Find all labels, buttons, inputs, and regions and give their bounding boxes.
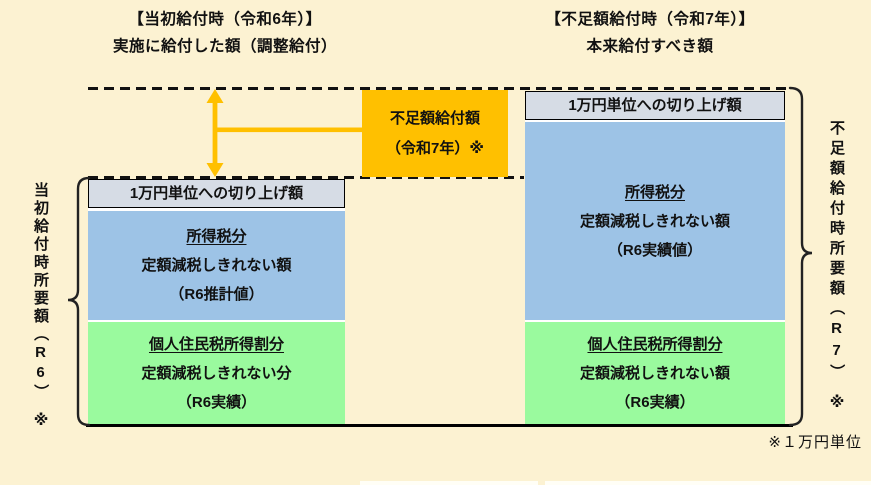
bar-initial-resident-tax-line3: （R6実績） xyxy=(176,394,257,411)
bar-initial-income-tax-line2: 定額減税しきれない額 xyxy=(141,257,292,274)
bar-initial-resident-tax-title: 個人住民税所得割分 xyxy=(148,336,284,353)
header-shortfall-line2: 本来給付すべき額 xyxy=(586,38,714,55)
gap-arrow-icon xyxy=(206,89,368,177)
label-initial-main: 当初給付時所要額 xyxy=(32,182,49,326)
label-shortfall-note-mark: ※ xyxy=(828,393,845,417)
bar-initial-resident-tax: 個人住民税所得割分 定額減税しきれない分 （R6実績） xyxy=(88,322,345,425)
bottom-edge-strip xyxy=(360,481,538,485)
label-shortfall-main: 不足額給付時所要額 xyxy=(828,120,845,300)
label-initial-required-amount: 当初給付時所要額（R6） ※ xyxy=(30,182,56,432)
label-shortfall-close-paren: ） xyxy=(828,364,845,385)
label-initial-note-mark: ※ xyxy=(32,411,49,433)
footnote-unit: ※１万円単位 xyxy=(768,434,862,451)
header-shortfall-payment: 【不足額給付時（令和7年）】 本来給付すべき額 xyxy=(495,6,805,60)
label-shortfall-value: R7 xyxy=(828,320,845,365)
bar-shortfall-rounding: 1万円単位への切り上げ額 xyxy=(525,91,785,120)
bar-initial-income-tax-line3: （R6推計値） xyxy=(169,286,264,303)
bar-initial-payment: 1万円単位への切り上げ額 所得税分 定額減税しきれない額 （R6推計値） 個人住… xyxy=(88,179,345,425)
bottom-edge-strip xyxy=(545,481,871,485)
bar-shortfall-resident-tax-line3: （R6実績） xyxy=(615,394,695,411)
label-initial-value: R6 xyxy=(32,344,49,385)
bar-shortfall-resident-tax-title: 個人住民税所得割分 xyxy=(587,336,723,353)
label-initial-open-paren: （ xyxy=(32,326,49,345)
bar-initial-income-tax: 所得税分 定額減税しきれない額 （R6推計値） xyxy=(88,211,345,320)
shortfall-amount-line1: 不足額給付額 xyxy=(389,109,480,127)
header-initial-line1: 【当初給付時（令和6年）】 xyxy=(128,11,322,28)
bar-shortfall-income-tax-title: 所得税分 xyxy=(624,183,685,201)
dashed-line-bottom xyxy=(88,176,524,179)
bar-shortfall-payment: 1万円単位への切り上げ額 所得税分 定額減税しきれない額 （R6実績値） 個人住… xyxy=(525,91,785,425)
bar-initial-rounding: 1万円単位への切り上げ額 xyxy=(88,179,345,208)
bar-shortfall-income-tax-line2: 定額減税しきれない額 xyxy=(579,212,730,230)
bar-initial-resident-tax-line2: 定額減税しきれない分 xyxy=(141,365,292,382)
label-initial-close-paren: ） xyxy=(32,384,49,403)
bar-shortfall-income-tax: 所得税分 定額減税しきれない額 （R6実績値） xyxy=(525,122,785,320)
bar-shortfall-resident-tax: 個人住民税所得割分 定額減税しきれない額 （R6実績） xyxy=(525,322,785,425)
bar-initial-income-tax-title: 所得税分 xyxy=(186,228,247,245)
bar-shortfall-resident-tax-line2: 定額減税しきれない額 xyxy=(579,365,730,382)
bar-shortfall-income-tax-line3: （R6実績値） xyxy=(607,241,703,259)
dashed-line-top xyxy=(88,87,792,90)
label-shortfall-required-amount: 不足額給付時所要額（R7） ※ xyxy=(826,120,852,416)
label-shortfall-open-paren: （ xyxy=(828,300,845,321)
right-brace-icon xyxy=(788,86,813,427)
baseline xyxy=(86,424,793,427)
header-initial-line2: 実施に給付した額（調整給付） xyxy=(112,38,337,55)
shortfall-amount-box: 不足額給付額 （令和7年）※ xyxy=(362,90,508,177)
shortfall-amount-line2: （令和7年）※ xyxy=(386,139,484,157)
header-shortfall-line1: 【不足額給付時（令和7年）】 xyxy=(545,11,755,28)
header-initial-payment: 【当初給付時（令和6年）】 実施に給付した額（調整給付） xyxy=(70,6,380,60)
left-brace-icon xyxy=(67,176,91,427)
